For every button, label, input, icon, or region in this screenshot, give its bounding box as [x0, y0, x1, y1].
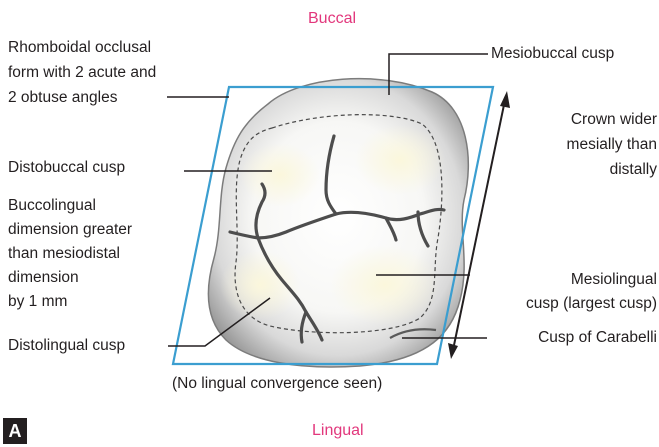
- label-mesiobuccal-cusp: Mesiobuccal cusp: [491, 44, 614, 63]
- label-cusp-of-carabelli: Cusp of Carabelli: [538, 328, 657, 347]
- cusp-highlight-mesiobuccal: [355, 125, 445, 195]
- orientation-buccal: Buccal: [308, 9, 356, 28]
- orientation-lingual: Lingual: [312, 421, 364, 440]
- label-distolingual-cusp: Distolingual cusp: [8, 336, 125, 355]
- panel-tag: A: [3, 418, 27, 444]
- tooth-crown: [208, 79, 468, 367]
- label-distobuccal-cusp: Distobuccal cusp: [8, 158, 125, 177]
- cusp-highlight-distobuccal: [240, 143, 320, 207]
- cusp-highlight-mesiolingual: [330, 245, 440, 325]
- caption-no-lingual-convergence: (No lingual convergence seen): [172, 374, 382, 393]
